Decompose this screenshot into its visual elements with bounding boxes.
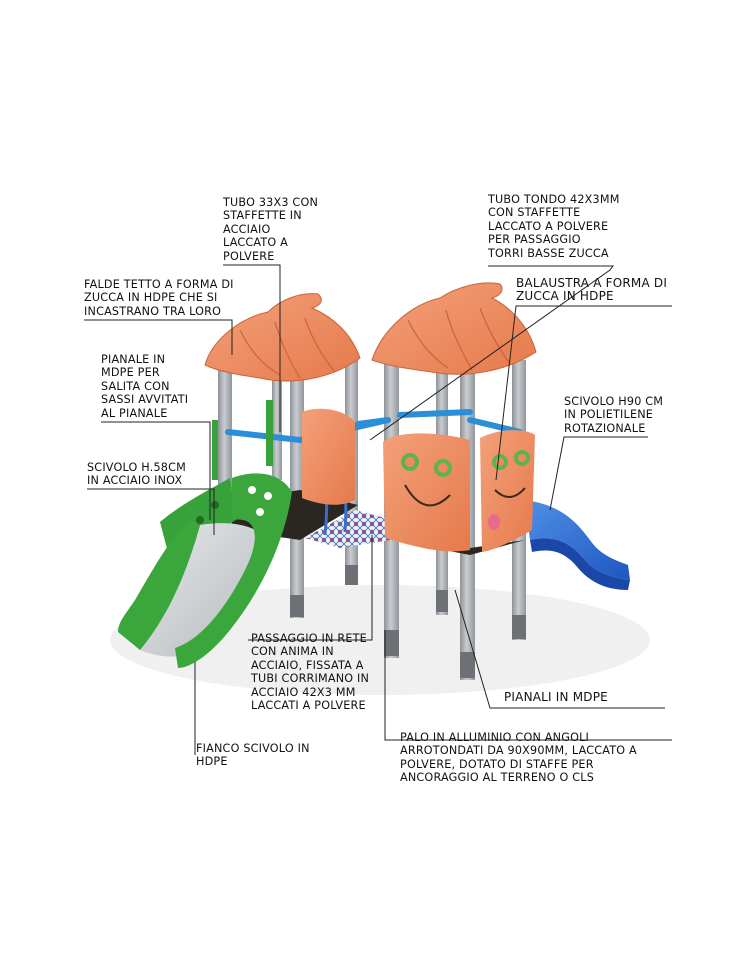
label-scivolo-h58: SCIVOLO H.58CM IN ACCIAIO INOX — [87, 461, 186, 488]
label-balaustra: BALAUSTRA A FORMA DI ZUCCA IN HDPE — [516, 276, 668, 304]
leader-lines — [84, 264, 672, 755]
label-tubo-33x3: TUBO 33X3 CON STAFFETTE IN ACCIAIO LACCA… — [223, 196, 319, 263]
label-passaggio-rete: PASSAGGIO IN RETE CON ANIMA IN ACCIAIO, … — [251, 632, 370, 713]
blue-slide — [525, 500, 630, 590]
label-pianale-mdpe: PIANALE IN MDPE PER SALITA CON SASSI AVV… — [101, 353, 189, 420]
label-falde-tetto: FALDE TETTO A FORMA DI ZUCCA IN HDPE CHE… — [84, 278, 234, 318]
right-pumpkin-roof — [371, 282, 537, 375]
green-slide-sides — [118, 473, 292, 668]
label-scivolo-h90: SCIVOLO H90 CM IN POLIETILENE ROTAZIONAL… — [564, 395, 664, 435]
label-fianco-scivolo: FIANCO SCIVOLO IN HDPE — [196, 742, 310, 769]
label-palo-alluminio: PALO IN ALLUMINIO CON ANGOLI ARROTONDATI… — [400, 731, 637, 785]
steel-slide — [140, 523, 270, 657]
left-balustrade — [302, 408, 355, 505]
left-pumpkin-roof — [204, 293, 361, 382]
label-pianali-mdpe: PIANALI IN MDPE — [504, 690, 608, 704]
label-tubo-tondo: TUBO TONDO 42X3MM CON STAFFETTE LACCATO … — [488, 193, 620, 260]
right-pumpkin-balustrade — [383, 430, 535, 552]
post-foot-brackets — [290, 565, 526, 678]
